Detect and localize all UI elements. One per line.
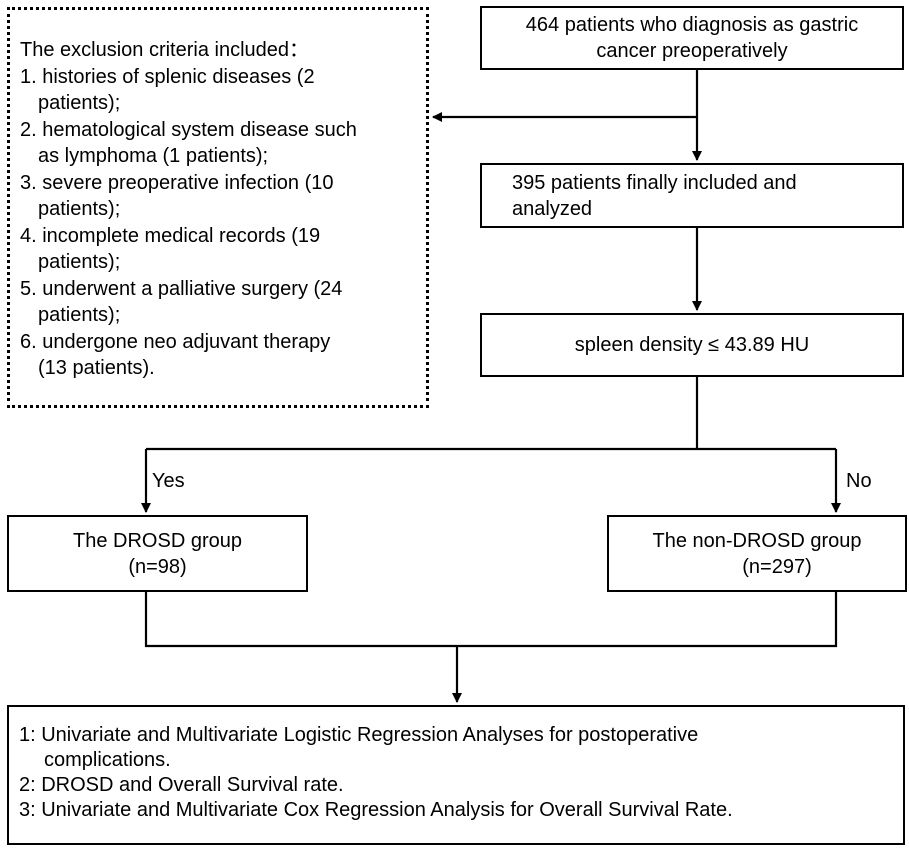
yes-label: Yes: [152, 470, 185, 492]
analyses-box: 1: Univariate and Multivariate Logistic …: [7, 705, 905, 845]
exclusion-title: The exclusion criteria included：: [20, 39, 310, 61]
spleen-density-criterion-box: spleen density ≤ 43.89 HU: [480, 313, 904, 377]
exclusion-item-2: 2. hematological system disease such: [20, 118, 357, 141]
exclusion-item-4: 4. incomplete medical records (19: [20, 224, 321, 247]
drosd-group-count: (n=98): [128, 555, 187, 578]
exclusion-item-1-cont: patients);: [38, 92, 121, 114]
exclusion-item-6-cont: (13 patients).: [38, 357, 155, 379]
included-line-1: 395 patients finally included and: [512, 171, 797, 194]
enrolled-patients-box: 464 patients who diagnosis as gastric ca…: [480, 6, 904, 70]
enrolled-line-2: cancer preoperatively: [596, 40, 788, 62]
included-patients-box: 395 patients finally included and analyz…: [480, 163, 904, 228]
analysis-item-1: 1: Univariate and Multivariate Logistic …: [19, 724, 699, 746]
exclusion-item-3-cont: patients);: [38, 198, 121, 220]
analysis-item-2: 2: DROSD and Overall Survival rate.: [19, 774, 344, 796]
exclusion-item-5-cont: patients);: [38, 304, 121, 326]
enrolled-line-1: 464 patients who diagnosis as gastric: [525, 14, 859, 36]
exclusion-item-2-cont: as lymphoma (1 patients);: [38, 145, 269, 167]
criterion-text: spleen density ≤ 43.89 HU: [574, 334, 810, 356]
non-drosd-group-label: The non-DROSD group: [652, 529, 862, 552]
exclusion-item-1: 1. histories of splenic diseases (2: [20, 65, 315, 88]
exclusion-item-4-cont: patients);: [38, 251, 121, 273]
non-drosd-group-count: (n=297): [742, 555, 812, 578]
no-label: No: [846, 470, 872, 492]
included-line-2: analyzed: [512, 197, 593, 220]
exclusion-criteria-box: The exclusion criteria included： 1. hist…: [7, 7, 429, 408]
drosd-group-box: The DROSD group (n=98): [7, 515, 308, 592]
exclusion-item-6: 6. undergone neo adjuvant therapy: [20, 330, 331, 353]
merge-connector: [144, 592, 838, 648]
exclusion-item-5: 5. underwent a palliative surgery (24: [20, 277, 343, 300]
non-drosd-group-box: The non-DROSD group (n=297): [607, 515, 907, 592]
exclusion-item-3: 3. severe preoperative infection (10: [20, 171, 334, 194]
analysis-item-3: 3: Univariate and Multivariate Cox Regre…: [19, 799, 733, 821]
analysis-item-1-cont: complications.: [44, 749, 171, 771]
drosd-group-label: The DROSD group: [73, 529, 242, 552]
